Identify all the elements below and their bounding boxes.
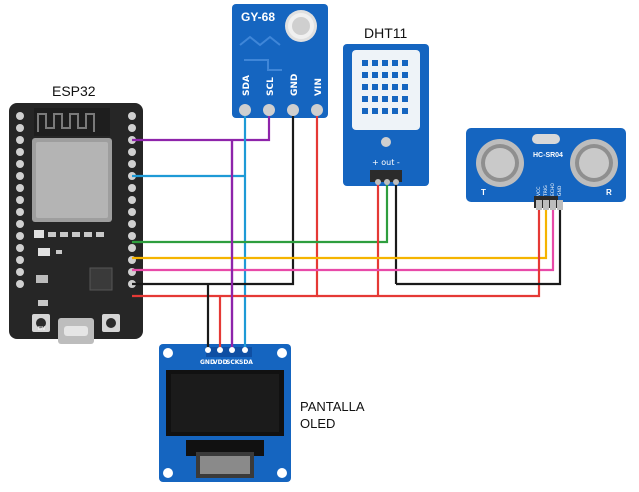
oled-module [159, 344, 291, 482]
esp32-label: ESP32 [52, 83, 96, 99]
header-pins [205, 179, 563, 353]
esp32-left-pins [16, 112, 24, 288]
hcsr04-pin-trig: TRIG [543, 185, 549, 197]
wires [132, 116, 562, 350]
wire-echo [132, 208, 555, 272]
en-button[interactable] [32, 314, 50, 332]
wire-dht-data [132, 182, 389, 244]
wire-scl [132, 116, 271, 350]
oled-label-line2: OLED [300, 416, 335, 431]
en-label: EN [38, 326, 45, 332]
dht11-pin-caption: + out - [372, 158, 400, 167]
oled-pin-sck: SCK [226, 359, 240, 366]
esp32-board [9, 103, 143, 344]
wire-gnd-gy68 [132, 116, 295, 286]
wire-sda [132, 116, 247, 350]
hcsr04-pin-echo: ECHO [550, 183, 556, 196]
gy68-label: GY-68 [241, 10, 275, 24]
oled-label-line1: PANTALLA [300, 399, 365, 414]
esp32-right-pins [128, 112, 136, 288]
dht11-label: DHT11 [364, 25, 408, 41]
gy68-pin-gnd: GND [290, 74, 300, 96]
hcsr04-mark-t: T [481, 188, 486, 197]
gy68-pin-scl: SCL [266, 77, 276, 96]
wire-hc-gnd [396, 208, 562, 286]
oled-pin-gnd: GND [200, 359, 215, 366]
gy68-pin-vin: VIN [314, 78, 324, 96]
usb-port [58, 318, 94, 344]
hcsr04-label: HC-SR04 [533, 152, 563, 159]
wire-hc-vcc [317, 208, 541, 298]
hcsr04-module [466, 128, 626, 208]
gy68-pin-sda: SDA [242, 75, 252, 96]
wire-trig [132, 208, 548, 260]
gy68-module [232, 4, 328, 118]
boot-button[interactable] [102, 314, 120, 332]
hcsr04-pin-gnd: GND [557, 185, 563, 196]
oled-pin-vdd: VDD [213, 359, 228, 366]
hcsr04-pin-vcc: VCC [536, 187, 542, 196]
hcsr04-mark-r: R [606, 188, 612, 197]
dht11-module [343, 44, 429, 186]
oled-pin-sda: SDA [239, 359, 253, 366]
